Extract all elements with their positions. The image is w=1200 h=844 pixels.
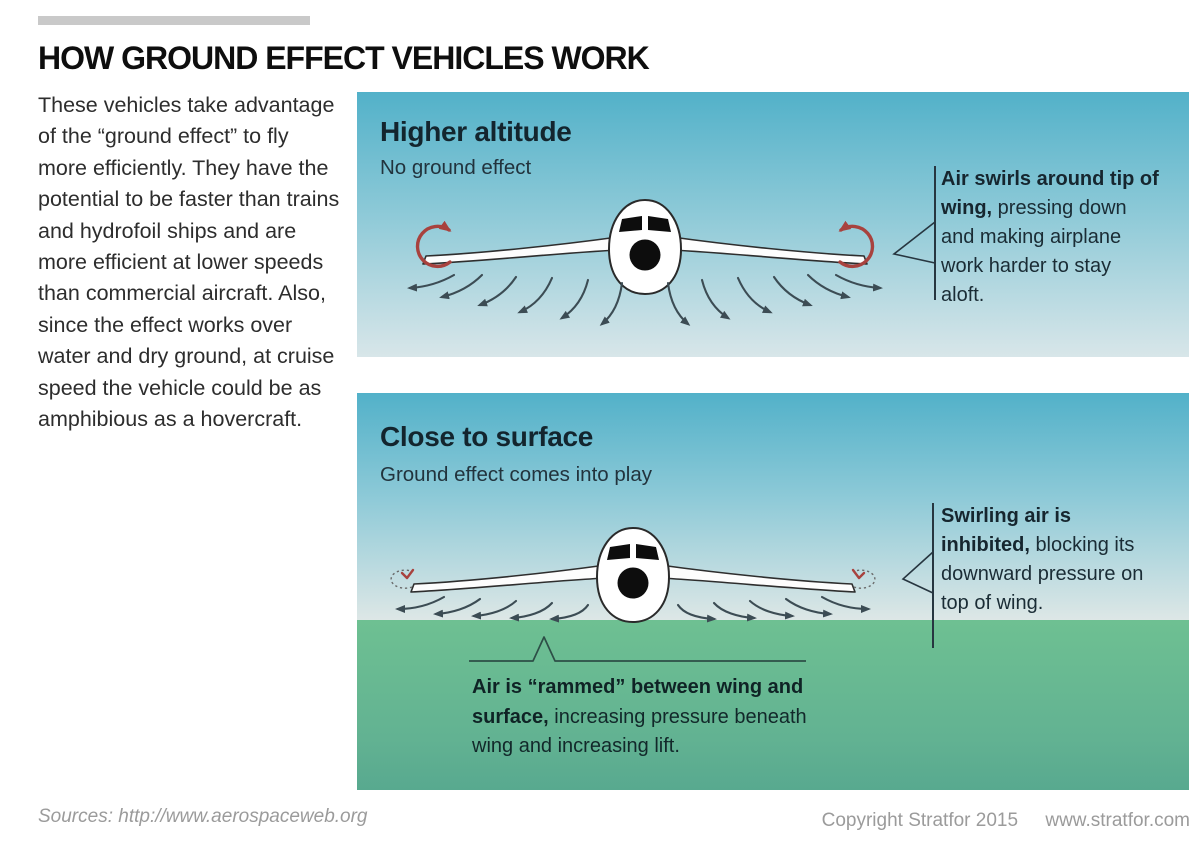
annotation-body: increasing pressure beneath wing and inc…	[472, 705, 807, 758]
callout-pointer-surface	[901, 503, 934, 648]
page-title: HOW GROUND EFFECT VEHICLES WORK	[38, 40, 650, 76]
downwash-arrows-left	[395, 595, 590, 623]
footer-right: Copyright Stratfor 2015 www.stratfor.com	[822, 810, 1190, 832]
airplane-icon	[410, 527, 856, 623]
wingtip-vortex-left-icon	[415, 220, 452, 269]
annotation-swirl-inhibited: Swirling air is inhibited, blocking its …	[941, 502, 1146, 618]
annotation-body: blocking its downward pressure on top of…	[941, 534, 1144, 614]
ground-bracket-pointer	[469, 636, 806, 662]
downwash-arrows-left	[407, 273, 624, 326]
intro-text: These vehicles take advantage of the “gr…	[38, 93, 340, 432]
panel-close-to-surface: Close to surface Ground effect comes int…	[357, 393, 1189, 790]
airplane-diagram-high-altitude	[407, 199, 883, 326]
downwash-arrows-right	[666, 273, 883, 326]
ground-surface	[357, 620, 1189, 790]
annotation-body: pressing down and making airplane work h…	[941, 197, 1127, 306]
copyright-text: Copyright Stratfor 2015	[821, 810, 1019, 831]
annotation-air-rammed: Air is “rammed” between wing and surface…	[472, 673, 820, 762]
annotation-lead: Air is “rammed” between wing and surface…	[472, 676, 804, 728]
accent-bar	[38, 16, 310, 25]
inhibited-vortex-left-icon	[390, 568, 415, 589]
downwash-arrows-right	[676, 595, 871, 623]
wingtip-vortex-right-icon	[838, 220, 875, 269]
inhibited-vortex-right-icon	[851, 568, 876, 589]
callout-pointer-high	[892, 166, 936, 300]
panel-higher-altitude: Higher altitude No ground effect	[357, 92, 1189, 357]
panel2-subheading: Ground effect comes into play	[380, 463, 652, 486]
panel1-heading: Higher altitude	[380, 116, 572, 147]
panel1-subheading: No ground effect	[380, 156, 532, 179]
website-text: www.stratfor.com	[1045, 810, 1190, 831]
annotation-lead: Air swirls around tip of wing,	[941, 168, 1159, 219]
panel2-heading: Close to surface	[380, 421, 594, 452]
airplane-diagram-ground-effect	[390, 527, 876, 623]
annotation-air-swirls: Air swirls around tip of wing, pressing …	[941, 165, 1159, 310]
airplane-icon	[422, 199, 868, 295]
annotation-lead: Swirling air is inhibited,	[941, 505, 1072, 556]
sources-text: Sources: http://www.aerospaceweb.org	[38, 806, 368, 827]
